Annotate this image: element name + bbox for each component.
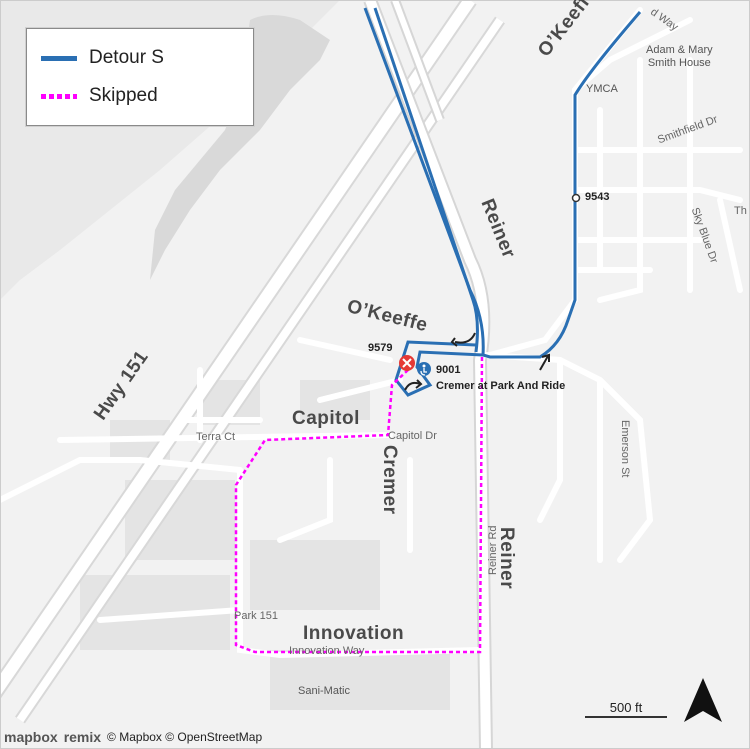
skipped-route <box>234 354 484 654</box>
terra-ct-label: Terra Ct <box>196 431 236 443</box>
legend-detour-swatch <box>41 55 77 61</box>
detour-route <box>363 7 642 359</box>
north-arrow-icon <box>684 678 722 722</box>
scale-bar: 500 ft <box>585 700 667 718</box>
legend-skipped-label: Skipped <box>89 85 158 106</box>
cremer-label: Cremer <box>379 445 400 515</box>
legend-skipped-row: Skipped <box>41 85 158 107</box>
emerson-label: Emerson St <box>619 420 631 478</box>
stop-9579-label: 9579 <box>368 342 393 354</box>
park151-label: Park 151 <box>234 610 279 622</box>
adam-mary-smith-house-label: Adam & Mary Smith House <box>646 44 713 69</box>
innovation-label: Innovation <box>303 623 405 644</box>
park-and-ride-label: Cremer at Park And Ride <box>436 380 566 392</box>
remix-logo[interactable]: remix <box>63 729 102 745</box>
mapbox-logo[interactable]: mapbox <box>4 729 58 745</box>
legend-detour-row: Detour S <box>41 47 164 69</box>
th-label: Th <box>734 205 747 217</box>
legend-detour-label: Detour S <box>89 47 164 68</box>
attribution-text[interactable]: © Mapbox © OpenStreetMap <box>107 730 263 744</box>
ymca-label: YMCA <box>586 83 618 95</box>
capitol-label: Capitol <box>292 408 360 429</box>
scale-line <box>585 716 667 718</box>
attribution: mapbox remix © Mapbox © OpenStreetMap <box>4 729 262 745</box>
capitol-dr-label: Capitol Dr <box>388 430 437 442</box>
legend-skipped-swatch <box>41 93 77 99</box>
sani-matic-label: Sani-Matic <box>298 685 350 697</box>
legend: Detour S Skipped <box>26 28 254 126</box>
stop-9543-marker <box>571 193 581 203</box>
stop-9543-label: 9543 <box>585 191 610 203</box>
reiner-rd-label: Reiner Rd <box>487 525 499 575</box>
innovation-way-label: Innovation Way <box>289 645 365 657</box>
stop-9001-label: 9001 <box>436 364 461 376</box>
scale-label: 500 ft <box>609 700 643 715</box>
